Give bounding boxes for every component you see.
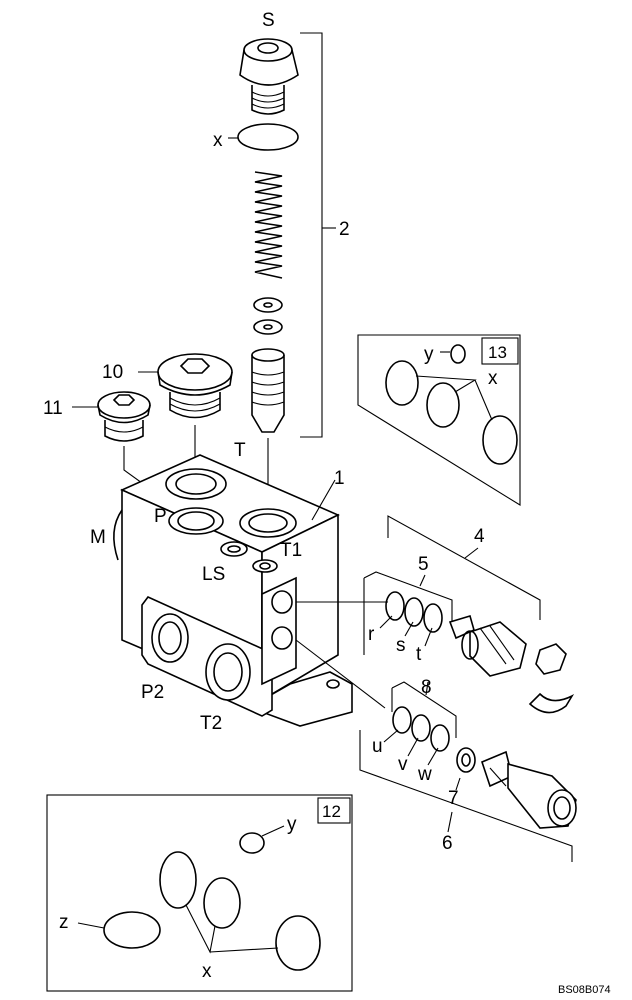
washers	[253, 297, 283, 335]
item-6-cartridge-lower	[295, 639, 577, 862]
poppet	[251, 348, 285, 433]
label-1: 1	[334, 468, 345, 489]
label-10: 10	[102, 362, 123, 383]
item-1-valve-body	[113, 454, 353, 727]
label-p: P	[154, 506, 167, 527]
label-x13: x	[488, 368, 498, 389]
label-z12: z	[59, 912, 69, 933]
label-x12: x	[202, 961, 212, 982]
label-4: 4	[474, 526, 485, 547]
label-13: 13	[488, 343, 507, 362]
label-t2: T2	[200, 713, 222, 734]
label-t1: T1	[280, 540, 302, 561]
label-t: T	[234, 440, 246, 461]
label-7: 7	[448, 788, 459, 809]
label-12: 12	[322, 802, 341, 821]
label-2: 2	[339, 219, 350, 240]
label-u: u	[372, 736, 383, 757]
figure-code: BS08B074	[558, 984, 611, 996]
label-v: v	[398, 754, 408, 775]
label-w: w	[417, 764, 432, 785]
kit-12-panel	[46, 794, 353, 992]
kit-13-panel	[357, 334, 521, 506]
label-t3: t	[416, 644, 422, 665]
item-2-valve-assembly	[228, 32, 336, 510]
cap-s	[239, 38, 299, 115]
label-s2: s	[396, 635, 406, 656]
label-6: 6	[442, 833, 453, 854]
label-p2: P2	[141, 682, 164, 703]
label-r: r	[368, 624, 375, 645]
o-ring-x	[237, 123, 299, 151]
label-m: M	[90, 527, 106, 548]
label-ls: LS	[202, 564, 225, 585]
spring	[254, 171, 283, 279]
label-5: 5	[418, 554, 429, 575]
item-4-cartridge-upper	[296, 515, 575, 714]
label-s: S	[262, 10, 275, 31]
label-y12: y	[287, 814, 297, 835]
label-y13: y	[424, 344, 434, 365]
label-11: 11	[43, 398, 63, 419]
label-x-top: x	[213, 130, 223, 151]
label-8: 8	[421, 677, 432, 698]
